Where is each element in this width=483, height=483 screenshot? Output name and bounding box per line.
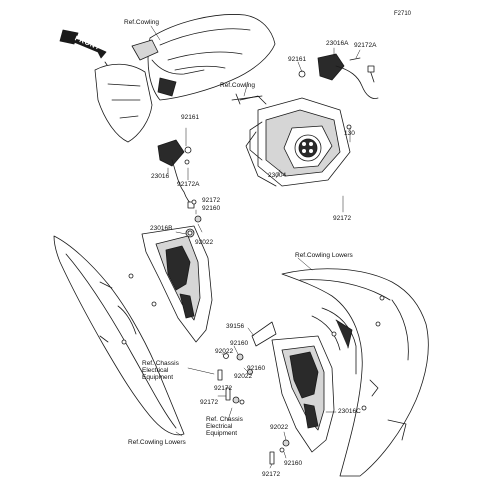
part-92160-low: 92160 [284,460,303,467]
figure-code: F2710 [394,11,412,17]
part-92161-mid: 92161 [181,114,200,121]
left-lower-cowling [53,235,185,436]
part-92160-mid: 92160 [230,340,249,347]
ref-cowling-mid: Ref.Cowling [220,82,256,89]
ref-cowling-lowers-left: Ref.Cowling Lowers [128,439,186,446]
part-92172-c: 92172 [214,385,233,392]
right-side-panel [271,335,335,453]
part-23016: 23016 [151,173,170,180]
part-92172-upper: 92172 [202,197,221,204]
bracket-23016 [157,139,195,209]
front-arrow-icon [59,29,107,59]
leader-lines-upper [150,25,361,213]
part-39156: 39156 [226,323,245,330]
part-92172-bottom: 92172 [262,471,281,478]
ref-chassis-elec-left: Ref. Chassis Electrical Equipment [142,360,179,381]
leader-lines-lower [175,209,337,469]
left-side-panel [141,199,213,343]
hardware-set [194,215,290,465]
part-92161-top: 92161 [288,56,307,63]
pad-39156 [251,321,277,347]
part-23016c: 23016C [338,408,361,415]
part-92172a-mid: 92172A [177,181,200,188]
part-92022-c: 92022 [234,373,253,380]
bracket-23016a [298,53,379,130]
ref-cowling-top: Ref.Cowling [124,19,160,26]
part-92022-upper: 92022 [195,239,214,246]
part-23004: 23004 [268,172,287,179]
ref-chassis-elec-center: Ref. Chassis Electrical Equipment [206,416,243,437]
part-92160-c: 92160 [247,365,266,372]
part-92160-upper: 92160 [202,205,221,212]
part-92022-low: 92022 [270,424,289,431]
part-130: 130 [344,130,355,137]
headlight-assembly [231,93,351,187]
part-92022-mid: 92022 [215,348,234,355]
part-92172-right: 92172 [333,215,352,222]
part-23016b: 23016B [150,225,173,232]
right-lower-cowling [281,268,429,477]
ref-cowling-lowers-right: Ref.Cowling Lowers [295,252,353,259]
part-92172a-top: 92172A [354,42,377,49]
part-92172-d: 92172 [200,399,219,406]
upper-cowling-shape [94,14,276,143]
part-23016a: 23016A [326,40,349,47]
